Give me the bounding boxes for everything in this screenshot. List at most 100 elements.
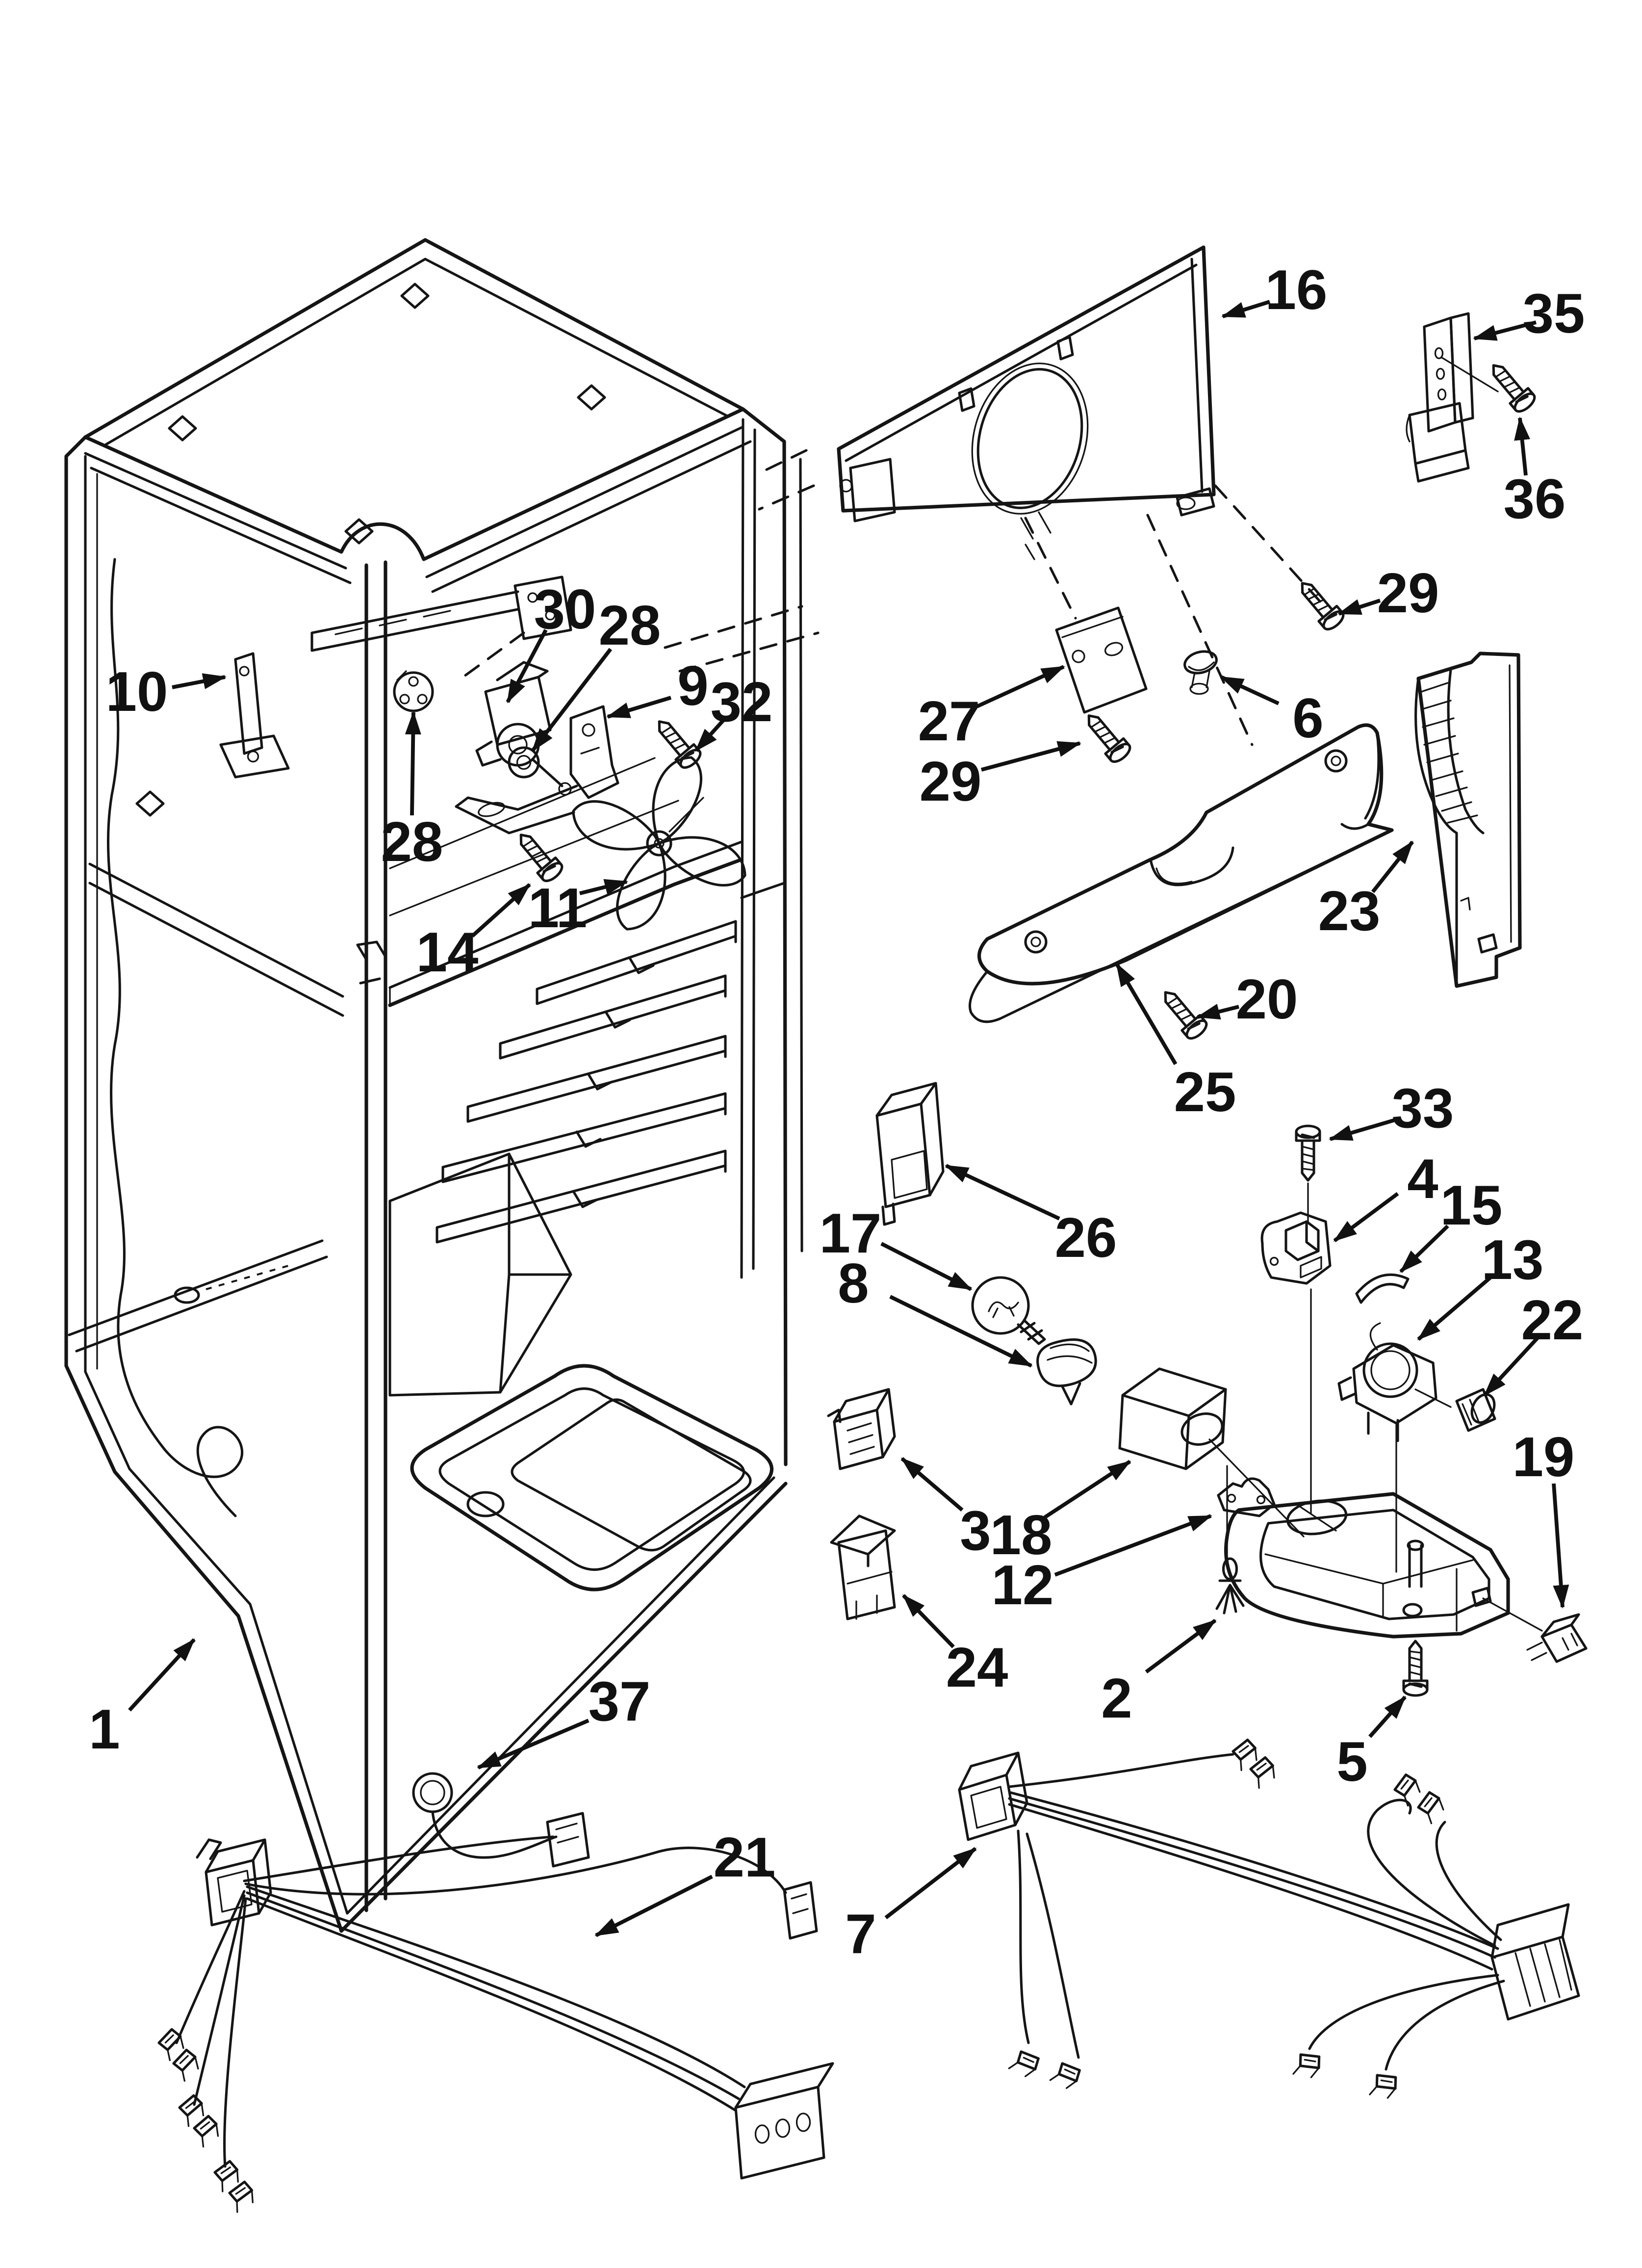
callout-arrow-14 xyxy=(471,883,531,938)
callout-arrow-1 xyxy=(128,1638,196,1712)
callout-label-13: 13 xyxy=(1482,1229,1544,1291)
bracket-screw-36 xyxy=(1485,358,1538,415)
callout-label-6: 6 xyxy=(1292,687,1323,750)
callout-arrow-24 xyxy=(902,1594,955,1648)
callout-label-33: 33 xyxy=(1392,1077,1454,1140)
top-vent-hole xyxy=(168,415,197,442)
callout-arrow-27 xyxy=(976,665,1065,708)
callout-arrow-19 xyxy=(1552,1483,1569,1609)
callout-arrow-23 xyxy=(1371,840,1414,893)
support-bracket xyxy=(1406,312,1499,483)
callout-arrow-7 xyxy=(884,1847,977,1920)
callout-arrow-37 xyxy=(477,1719,590,1770)
callout-label-5: 5 xyxy=(1336,1731,1367,1793)
callout-label-16: 16 xyxy=(1265,259,1328,321)
callout-arrow-16 xyxy=(1221,300,1271,318)
callout-arrow-9 xyxy=(606,696,672,719)
callout-arrow-21 xyxy=(594,1875,713,1937)
harness21-main-connector xyxy=(196,1838,272,1927)
panel-screw-29a xyxy=(1293,575,1346,632)
harness21-right-connector xyxy=(783,1881,818,1940)
left-bottom-shelf xyxy=(68,1239,328,1353)
callout-arrow-18 xyxy=(1043,1460,1131,1519)
top-vent-hole xyxy=(400,283,430,309)
callout-label-25: 25 xyxy=(1174,1061,1236,1123)
callout-arrow-8 xyxy=(889,1295,1033,1368)
liner-back-corner xyxy=(388,1152,572,1397)
callout-label-19: 19 xyxy=(1513,1426,1575,1488)
access-plate xyxy=(1055,606,1148,714)
callout-arrow-4 xyxy=(1333,1192,1399,1243)
callout-label-9: 9 xyxy=(677,655,708,717)
evaporator-side-panel xyxy=(1414,652,1522,988)
air-duct-cover xyxy=(968,723,1394,1023)
fan-opening xyxy=(976,368,1083,509)
callout-arrow-10 xyxy=(172,673,227,689)
bracket-screw xyxy=(650,714,703,771)
callout-arrow-28 xyxy=(531,648,613,752)
fan-blade xyxy=(572,756,746,931)
crisper-pan xyxy=(410,1364,774,1591)
callout-label-14: 14 xyxy=(416,921,479,984)
top-vent-hole xyxy=(344,518,374,545)
panel-ribs xyxy=(1420,682,1478,824)
bottom-front-edge xyxy=(339,1482,788,1933)
lamp-lens xyxy=(1118,1367,1305,1538)
back-panel xyxy=(756,245,1329,746)
mounting-rail xyxy=(310,590,519,652)
defrost-bimetal-2 xyxy=(1215,1557,1245,1615)
callout-label-17: 17 xyxy=(820,1202,882,1265)
callout-label-30: 30 xyxy=(534,578,596,641)
callout-arrow-32 xyxy=(694,718,725,752)
liner-cabinet xyxy=(64,238,803,1933)
motor-grommet xyxy=(393,670,434,712)
drain-hole xyxy=(466,1491,505,1517)
evaporator-fan-assembly xyxy=(219,575,820,931)
callout-label-8: 8 xyxy=(838,1252,869,1315)
control-knob xyxy=(1455,1388,1496,1432)
callout-arrow-12 xyxy=(1054,1514,1212,1577)
callout-arrow-36 xyxy=(1514,417,1531,476)
callout-label-18: 18 xyxy=(990,1504,1052,1566)
callout-label-11: 11 xyxy=(528,877,588,939)
divider-shelf-front xyxy=(388,858,744,1007)
callout-arrow-22 xyxy=(1483,1335,1540,1397)
center-mullion xyxy=(364,560,387,1912)
callout-arrow-20 xyxy=(1196,1004,1239,1020)
callout-arrow-11 xyxy=(579,879,628,895)
bulb-socket xyxy=(1036,1338,1097,1406)
callout-label-2: 2 xyxy=(1101,1668,1132,1730)
fan-motor xyxy=(475,661,572,796)
callout-label-36: 36 xyxy=(1504,468,1566,530)
callout-arrow-29 xyxy=(1337,599,1381,616)
right-wall-outer xyxy=(741,407,788,1466)
callout-arrow-2 xyxy=(1145,1618,1217,1674)
panel-screw-29b xyxy=(1080,708,1133,765)
callout-label-27: 27 xyxy=(918,690,980,753)
tray-screw-33 xyxy=(1296,1126,1320,1180)
motor-bracket xyxy=(455,705,619,834)
callout-arrow-13 xyxy=(1417,1276,1492,1341)
callout-arrow-30 xyxy=(506,629,548,704)
callout-label-26: 26 xyxy=(1055,1207,1117,1269)
callout-label-22: 22 xyxy=(1521,1289,1584,1352)
defrost-thermostat xyxy=(1260,1211,1332,1285)
panel-slots xyxy=(958,336,1074,412)
callout-label-3: 3 xyxy=(960,1500,991,1562)
callout-label-29: 29 xyxy=(920,751,982,813)
callout-label-28: 28 xyxy=(381,811,443,873)
callout-arrow-33 xyxy=(1329,1118,1396,1141)
left-wall-outer xyxy=(64,435,343,1933)
cabinet-top-outer-edges xyxy=(83,238,745,439)
liner-contour xyxy=(106,558,244,1517)
callout-label-20: 20 xyxy=(1236,968,1298,1031)
callout-arrow-28 xyxy=(405,711,421,816)
callout-label-7: 7 xyxy=(845,1903,876,1965)
callout-label-15: 15 xyxy=(1440,1174,1503,1237)
harness21-mid-connector xyxy=(546,1812,590,1868)
callout-arrow-35 xyxy=(1473,320,1537,341)
callout-arrow-3 xyxy=(900,1457,964,1512)
